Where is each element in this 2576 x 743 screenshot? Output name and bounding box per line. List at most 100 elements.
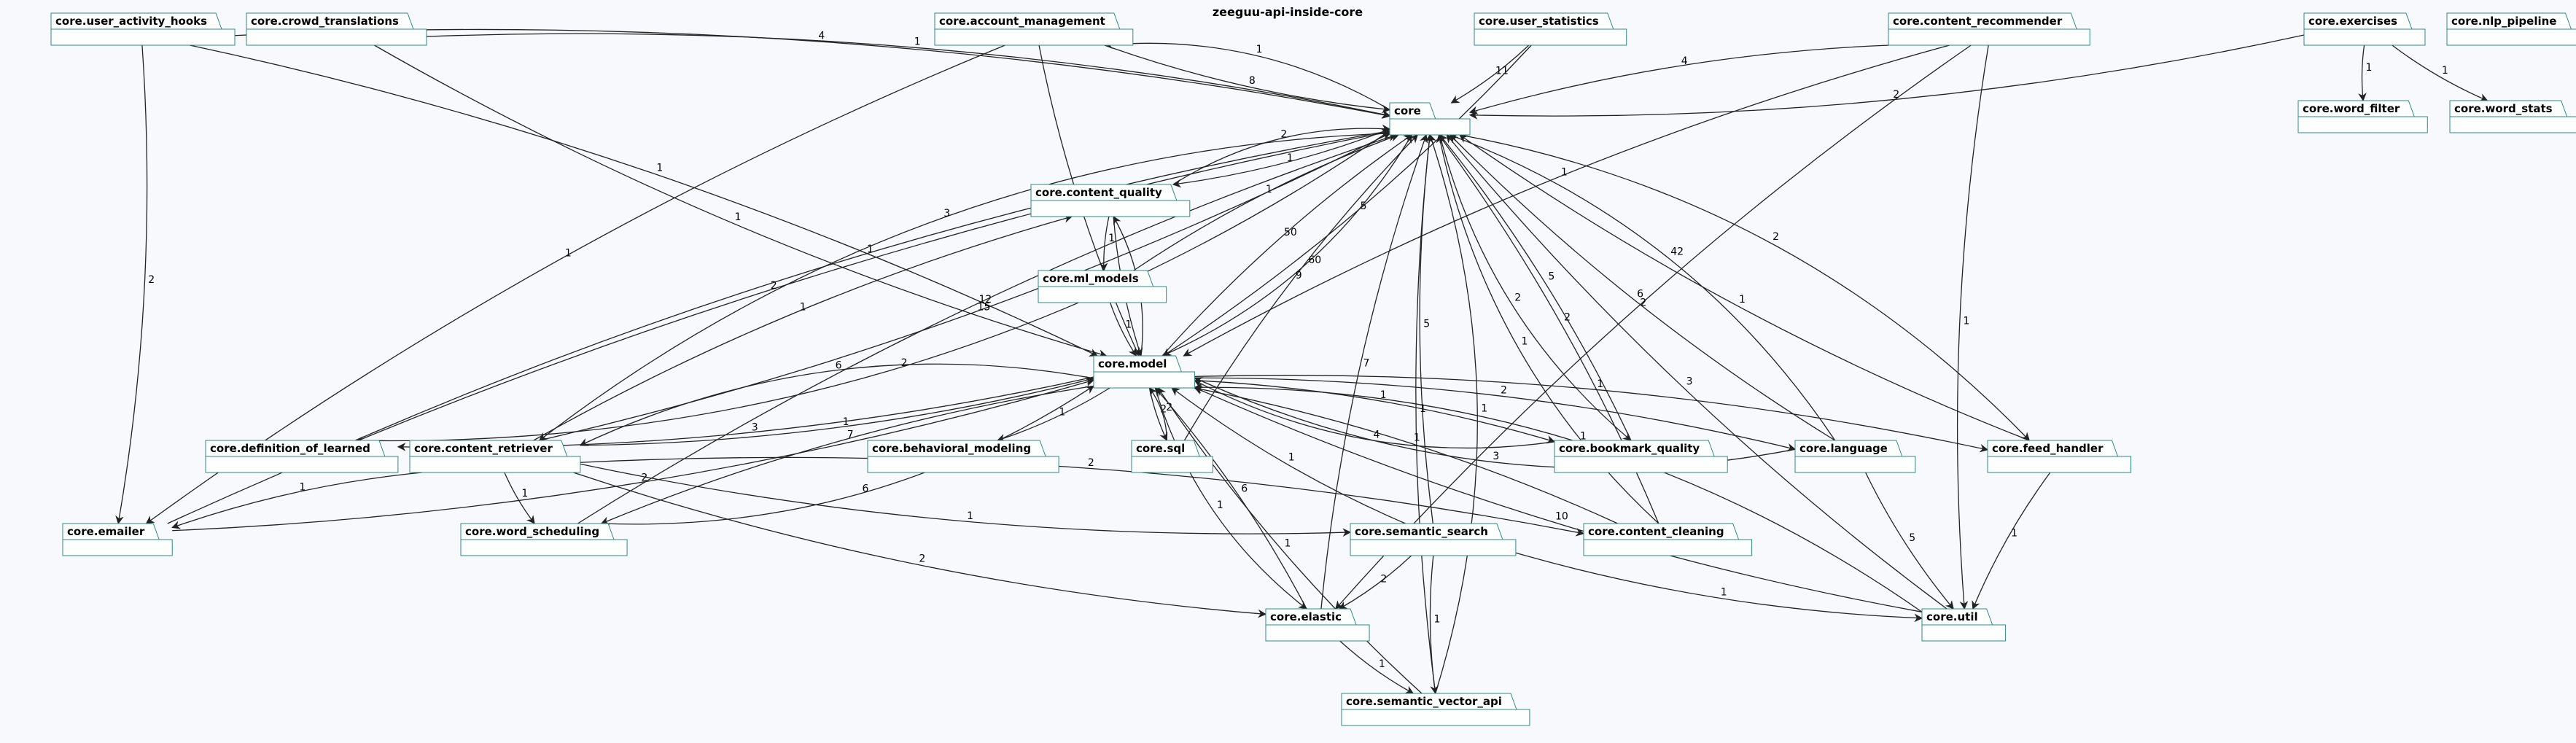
- package-content-retriever: core.content_retriever: [409, 440, 581, 473]
- edge-emailer-to-model: [172, 378, 1095, 532]
- package-word-stats: core.word_stats: [2449, 100, 2576, 133]
- edge-label: 1: [1266, 184, 1272, 195]
- edge-label: 2: [1280, 128, 1287, 140]
- edge-label: 2: [148, 274, 155, 286]
- edge-content-retriever-to-content-cleaning: [580, 456, 1585, 537]
- edge-label: 2: [641, 472, 647, 483]
- package-label: core.content_recommender: [1893, 15, 2063, 28]
- package-shape: [1265, 608, 1370, 642]
- edge-core-to-definition-of-learned: [354, 130, 1390, 446]
- edge-label: 1: [1256, 44, 1263, 55]
- edge-label: 1: [2442, 65, 2448, 77]
- edge-user-activity-hooks-to-model: [190, 44, 1099, 357]
- edge-label: 4: [1374, 429, 1380, 440]
- edge-bookmark-quality-to-core: [1439, 134, 1632, 441]
- edge-label: 1: [800, 301, 806, 313]
- edge-label: 2: [1088, 457, 1094, 469]
- edge-model-to-content-retriever: [579, 363, 1094, 446]
- edge-core-to-feed-handler: [1459, 134, 2031, 441]
- edge-content-recommender-to-core: [1468, 44, 1889, 114]
- edge-label: 5: [1548, 271, 1554, 283]
- edge-label: 1: [1125, 319, 1132, 331]
- edge-label: 1: [735, 211, 742, 223]
- package-word-filter: core.word_filter: [2297, 100, 2428, 133]
- package-label: core.emailer: [67, 525, 145, 538]
- package-bookmark-quality: core.bookmark_quality: [1554, 440, 1728, 473]
- edge-model-to-feed-handler: [1194, 375, 1989, 453]
- edge-feed-handler-to-core: [1459, 134, 2030, 441]
- edge-crowd-translations-to-core: [426, 33, 1391, 119]
- edge-user-activity-hooks-to-emailer: [115, 44, 148, 525]
- edge-label: 3: [1493, 451, 1499, 462]
- package-label: core.ml_models: [1043, 272, 1139, 285]
- package-shape: [1474, 12, 1627, 46]
- package-shape: [1794, 440, 1916, 473]
- edge-label: 1: [1964, 316, 1970, 327]
- edge-content-retriever-to-core: [539, 133, 1391, 441]
- edge-label: 5: [1361, 201, 1367, 212]
- package-shape: [1131, 440, 1213, 473]
- edge-elastic-to-model: [1154, 387, 1307, 610]
- edge-label: 1: [1285, 537, 1291, 549]
- edge-label: 1: [1580, 431, 1587, 443]
- package-label: core.semantic_vector_api: [1346, 695, 1502, 708]
- edge-content-retriever-to-content-quality: [533, 214, 1073, 441]
- edge-user-statistics-to-core: [1450, 44, 1530, 104]
- edge-crowd-translations-to-model: [374, 44, 1108, 358]
- package-shape: [1030, 184, 1191, 217]
- edge-label: 1: [1481, 402, 1487, 414]
- edge-label: 7: [1363, 358, 1370, 370]
- edge-model-to-core: [1161, 133, 1412, 357]
- edge-content-quality-to-ml-models: [1099, 216, 1110, 272]
- edge-label: 4: [1681, 55, 1688, 67]
- package-label: core.word_filter: [2303, 102, 2400, 115]
- package-label: core.content_quality: [1035, 186, 1162, 199]
- edge-content-recommender-to-util: [1956, 44, 1989, 610]
- edge-label: 2: [919, 553, 925, 565]
- package-emailer: core.emailer: [62, 523, 173, 556]
- package-label: core.language: [1799, 442, 1888, 455]
- edge-label: 6: [836, 360, 842, 372]
- edge-content-retriever-to-model: [580, 376, 1095, 446]
- edge-sql-to-model: [1148, 387, 1168, 441]
- edge-label: 10: [1555, 510, 1568, 522]
- package-content-quality: core.content_quality: [1030, 184, 1191, 217]
- edge-label: 1: [843, 416, 849, 428]
- edge-model-to-elastic: [1154, 387, 1307, 610]
- edge-content-retriever-to-emailer: [171, 472, 423, 529]
- edge-label: 2: [1166, 402, 1172, 413]
- edge-content-cleaning-to-model: [1193, 385, 1618, 524]
- package-shape: [50, 12, 236, 46]
- edge-label: 2: [1380, 573, 1387, 585]
- package-account-management: core.account_management: [934, 12, 1134, 46]
- package-model: core.model: [1093, 355, 1195, 389]
- package-label: core.bookmark_quality: [1559, 442, 1700, 455]
- edge-content-recommender-to-elastic: [1335, 44, 1972, 610]
- package-label: core.user_activity_hooks: [55, 15, 207, 28]
- edge-feed-handler-to-util: [1972, 472, 2051, 610]
- package-label: core.user_statistics: [1479, 15, 1599, 28]
- edge-language-to-core: [1449, 133, 1836, 441]
- edge-label: 1: [1059, 407, 1065, 419]
- edge-label: 2: [1514, 292, 1521, 303]
- edge-label: 6: [1637, 288, 1643, 300]
- package-shape: [1350, 523, 1517, 556]
- package-label: core.nlp_pipeline: [2451, 15, 2556, 28]
- edge-elastic-to-core: [1320, 133, 1428, 610]
- package-label: core.behavioral_modeling: [872, 442, 1031, 455]
- edge-content-retriever-to-word-scheduling: [504, 472, 535, 524]
- package-label: core.crowd_translations: [251, 15, 399, 28]
- edge-model-to-core: [1161, 134, 1413, 357]
- edge-label: 6: [862, 483, 868, 495]
- edge-language-to-core: [1449, 134, 1836, 441]
- package-label: core.definition_of_learned: [210, 442, 370, 455]
- edge-label: 1: [2011, 527, 2017, 539]
- package-shape: [205, 440, 399, 473]
- edge-language-to-util: [1865, 472, 1954, 610]
- edge-model-to-word-scheduling: [600, 385, 1094, 525]
- package-shape: [246, 12, 427, 46]
- edge-label: 1: [1380, 389, 1387, 401]
- edge-label: 6: [1241, 483, 1248, 494]
- package-shape: [1583, 523, 1753, 556]
- edge-label: 1: [656, 163, 663, 174]
